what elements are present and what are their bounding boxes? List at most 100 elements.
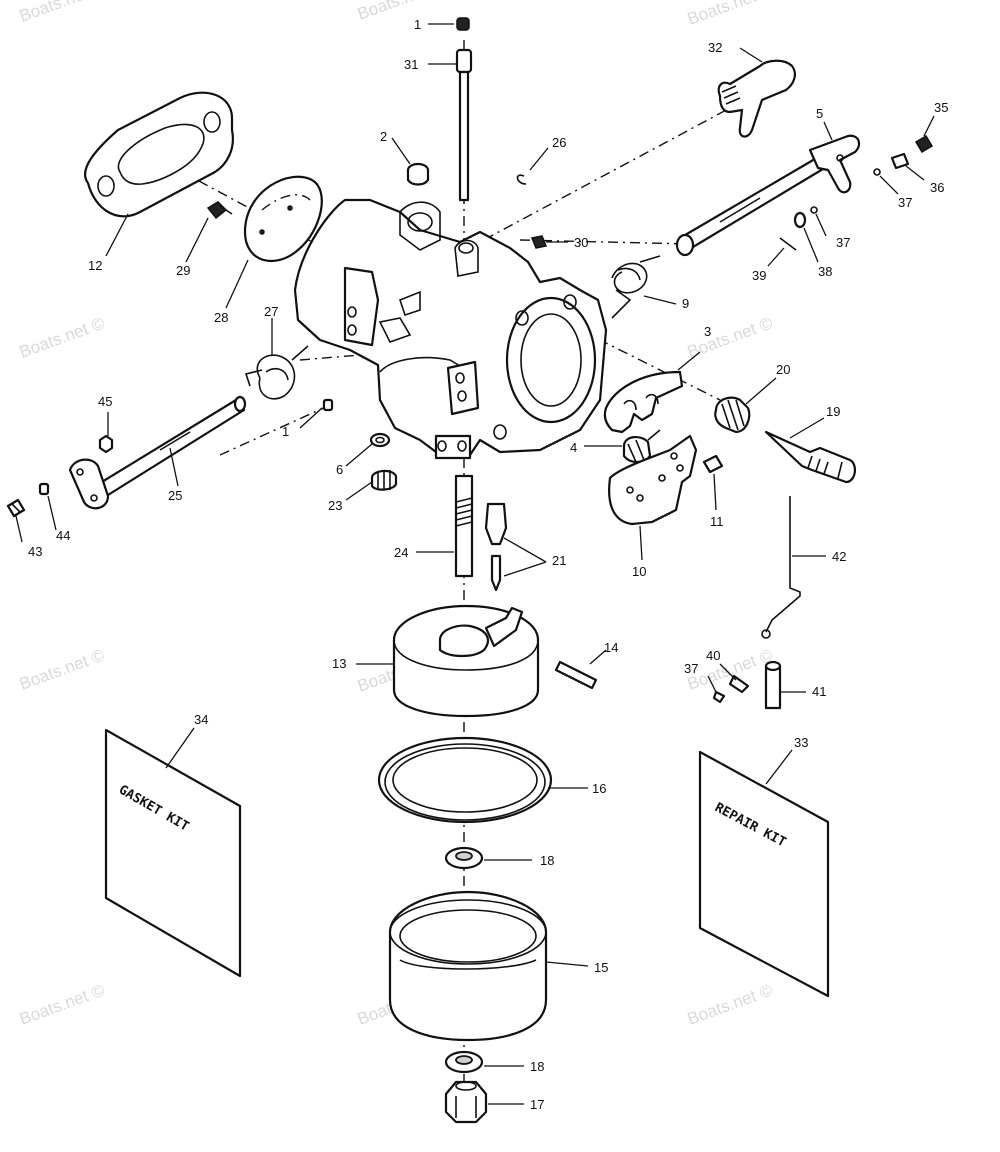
callout: 19 (826, 404, 840, 419)
callout: 16 (592, 781, 606, 796)
callout: 39 (752, 268, 766, 283)
sleeve-41 (764, 660, 782, 710)
callout: 3 (704, 324, 711, 339)
callout: 32 (708, 40, 722, 55)
leader-lines (15, 23, 935, 1105)
callout: 5 (816, 106, 823, 121)
watermark: Boats.net © (685, 313, 776, 361)
gasket-kit-34: GASKET KIT (104, 728, 242, 978)
plug-1-lower (322, 398, 334, 412)
pin-40 (728, 674, 750, 694)
callout: 21 (552, 553, 566, 568)
callout: 29 (176, 263, 190, 278)
callout: 9 (682, 296, 689, 311)
callout: 36 (930, 180, 944, 195)
elbow-fitting-32 (717, 59, 796, 138)
callout: 31 (404, 57, 418, 72)
washer-18-upper (444, 846, 484, 870)
washer-6 (369, 432, 391, 448)
watermark: Boats.net © (685, 980, 776, 1028)
watermark: Boats.net © (17, 645, 108, 693)
callout: 1 (282, 424, 289, 439)
washer-37-lower (712, 690, 726, 704)
needle-seat-21 (484, 502, 508, 592)
choke-shaft-25 (68, 395, 247, 510)
float-13 (392, 604, 540, 718)
callout: 1 (414, 17, 421, 32)
nut-45 (98, 434, 114, 454)
screw-31 (455, 48, 473, 202)
nut-36 (890, 152, 910, 170)
washer-37-mid (810, 206, 818, 214)
callout: 15 (594, 960, 608, 975)
spring-20 (714, 396, 751, 434)
callout: 40 (706, 648, 720, 663)
screw-43 (6, 498, 26, 518)
callout: 25 (168, 488, 182, 503)
callout: 13 (332, 656, 346, 671)
washer-44 (38, 482, 50, 496)
callout: 28 (214, 310, 228, 325)
bowl-gasket-16 (377, 736, 553, 824)
pin-14 (554, 660, 598, 690)
callout: 23 (328, 498, 342, 513)
callout: 17 (530, 1097, 544, 1112)
rod-42 (761, 496, 801, 639)
callout: 14 (604, 640, 618, 655)
lever-plate-10 (608, 434, 698, 526)
callout: 30 (574, 235, 588, 250)
watermark: Boats.net © (17, 980, 108, 1028)
washer-38 (793, 211, 807, 229)
callout: 41 (812, 684, 826, 699)
plug-1-top (456, 17, 470, 31)
spring-9 (611, 255, 661, 319)
screw-29 (206, 201, 233, 220)
callout: 6 (336, 462, 343, 477)
callout: 18 (530, 1059, 544, 1074)
watermark: Boats.net © (17, 0, 108, 26)
choke-plate-3 (603, 370, 684, 434)
callout-labels: 1 31 32 2 26 5 35 36 37 12 29 30 37 38 3… (28, 17, 948, 1112)
spring-27 (244, 345, 309, 400)
needle-screw-19 (764, 430, 856, 484)
drain-nut-17 (444, 1080, 488, 1124)
carburetor-body (293, 198, 608, 460)
screw-23 (370, 469, 398, 491)
callout: 37 (898, 195, 912, 210)
cap-2 (406, 162, 430, 186)
watermark: Boats.net © (17, 313, 108, 361)
callout: 37 (836, 235, 850, 250)
callout: 34 (194, 712, 208, 727)
callout: 12 (88, 258, 102, 273)
callout: 10 (632, 564, 646, 579)
watermark: Boats.net © (355, 0, 446, 24)
callout: 11 (710, 514, 724, 529)
callout: 27 (264, 304, 278, 319)
callout: 24 (394, 545, 408, 560)
screw-30 (530, 235, 548, 249)
callout: 33 (794, 735, 808, 750)
float-bowl-15 (388, 890, 548, 1042)
repair-kit-33: REPAIR KIT (698, 750, 830, 998)
callout: 26 (552, 135, 566, 150)
callout: 20 (776, 362, 790, 377)
screw-35 (914, 134, 934, 154)
washer-37-top (873, 168, 881, 176)
throttle-plate-28 (243, 175, 323, 263)
pin-39 (779, 237, 797, 251)
flange-gasket-12 (84, 91, 234, 218)
clip-26 (516, 174, 527, 185)
callout: 37 (684, 661, 698, 676)
callout: 18 (540, 853, 554, 868)
callout: 45 (98, 394, 112, 409)
watermark: Boats.net © (685, 0, 776, 29)
callout: 35 (934, 100, 948, 115)
screw-11 (702, 454, 724, 474)
callout: 42 (832, 549, 846, 564)
callout: 43 (28, 544, 42, 559)
callout: 4 (570, 440, 577, 455)
throttle-shaft-5 (675, 134, 861, 257)
callout: 38 (818, 264, 832, 279)
spring-4 (622, 429, 661, 464)
